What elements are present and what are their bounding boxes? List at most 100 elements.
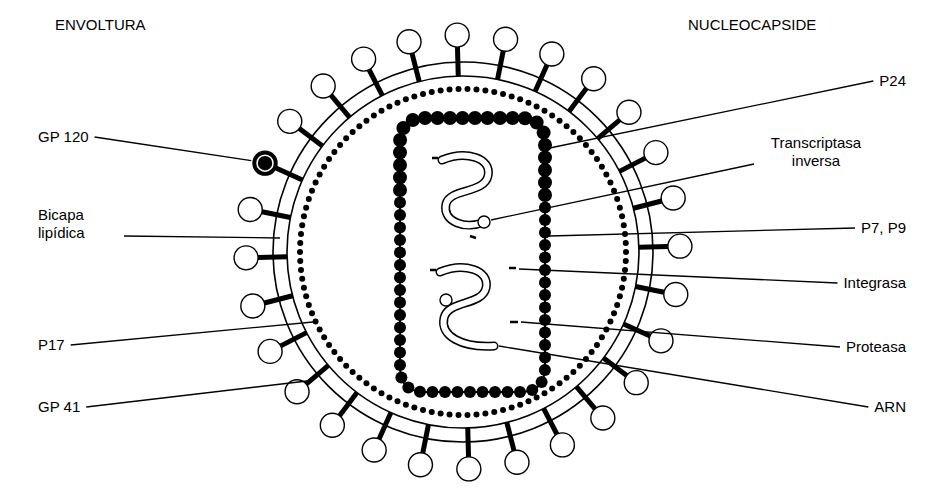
p17-bead [411,93,417,99]
glycoprotein-spikes [234,23,692,481]
p17-bead [438,410,444,416]
p24-bead [402,382,414,394]
gp120-knob [362,438,386,462]
p17-bead [611,310,617,316]
p24-bead [394,309,406,321]
gp41-stalk [633,201,661,208]
p24-bead [481,111,495,125]
p17-bead [577,363,583,369]
gp120-knob [668,234,692,258]
p17-bead [564,375,570,381]
p24-bead [393,145,407,159]
gp41-stalk [331,95,350,117]
p17-bead [429,409,435,415]
p17-bead [614,196,620,202]
p17-bead [517,402,523,408]
enzyme-mark [510,321,518,324]
p24-bead [395,371,407,383]
p17-bead [317,171,323,177]
p24-bead [393,158,407,172]
gp120-knob [278,109,302,133]
p17-bead [517,96,523,102]
enzyme-mark [509,267,516,270]
leader-line [549,228,855,236]
p17-bead [621,276,627,282]
p17-bead [350,129,356,135]
bilayer-inner [287,76,639,428]
gp41-stalk [262,212,290,218]
p24-bead [393,183,407,197]
p17-bead [429,89,435,95]
p17-bead [473,411,479,417]
gp41-stalk [576,387,595,409]
gp120-knob [397,30,421,54]
p17-bead [306,302,312,308]
p24-bead [394,271,406,283]
reverse-transcriptase [440,294,452,306]
part-label: Transcriptasa inversa [760,134,872,170]
p17-bead [619,285,625,291]
p17-bead [623,258,629,264]
reverse-transcriptase [478,216,490,228]
envelope [273,62,653,442]
p17-bead [297,258,303,264]
enzyme-mark [470,236,476,238]
gp120-knob-ring [257,155,273,171]
p17-bead [500,91,506,97]
p17-bead [297,249,303,255]
gp120-knob [241,294,265,318]
gp120-knob [408,453,432,477]
rna-inner [442,156,488,225]
part-label: P17 [38,336,65,354]
p17-bead [607,179,613,185]
p17-bead [549,385,555,391]
leader-line [519,269,837,283]
p17-bead [301,213,307,219]
rna-strands [430,156,518,347]
p24-bead [394,209,406,221]
p17-bead [557,380,563,386]
p17-bead [603,327,609,333]
p17-bead [337,142,343,148]
p17-bead [570,129,576,135]
part-label: P24 [879,72,906,90]
p17-bead [622,267,628,273]
p17-bead [549,113,555,119]
p17-bead [303,205,309,211]
p24-bead [451,386,463,398]
gp120-knob [644,141,668,165]
p24-bead [439,386,451,398]
leader-line [499,346,868,407]
p24-bead [539,364,551,376]
p24-bead [539,339,551,351]
p17-bead [337,356,343,362]
gp120-knob [234,246,258,270]
p17-bead [438,88,444,94]
p17-bead [420,91,426,97]
rna-outline [440,268,494,347]
p24-bead [501,386,513,398]
gp120-knob [238,197,262,221]
p17-bead [447,411,453,417]
p17-bead [607,319,613,325]
gp120-knob [505,450,529,474]
p24-bead [539,277,551,289]
p24-bead [394,259,406,271]
p17-bead [403,96,409,102]
p17-bead [603,171,609,177]
p17-bead [313,319,319,325]
gp41-stalk [258,254,287,260]
p17-bead [614,302,620,308]
p17-bead [299,276,305,282]
p24-bead [394,284,406,296]
p17-bead [589,149,595,155]
p24-bead [539,302,551,314]
p24-bead [537,126,551,140]
p24-bead [394,334,406,346]
gp120-knob [661,186,685,210]
p17-bead [326,342,332,348]
gp41-stalk [340,393,357,416]
part-label: Integrasa [843,274,906,292]
gp120-knob [352,47,376,71]
gp41-stalk [369,70,382,96]
